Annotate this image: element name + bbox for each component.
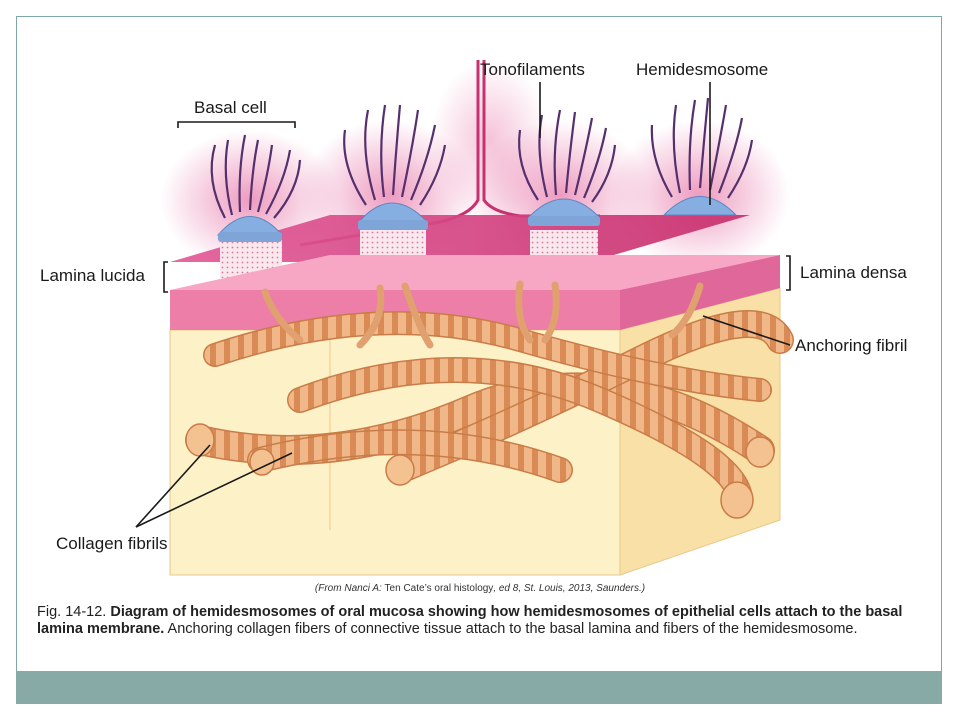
plasma-membrane xyxy=(170,215,750,262)
credit-prefix: (From Nanci A: xyxy=(314,583,385,594)
figure-caption: Fig. 14-12. Diagram of hemidesmosomes of… xyxy=(37,604,917,638)
credit-suffix: , ed 8, St. Louis, 2013, Saunders.) xyxy=(493,583,646,594)
label-collagen-fibrils: Collagen fibrils xyxy=(56,534,168,553)
tonofilament-bundles xyxy=(210,97,754,219)
caption-figure-number: Fig. 14-12. xyxy=(37,604,111,620)
label-hemidesmosome: Hemidesmosome xyxy=(636,60,768,79)
credit-book-title: Ten Cate’s oral histology xyxy=(384,583,494,594)
anchoring-fibrils xyxy=(261,280,704,349)
collagen-fibrils xyxy=(185,310,794,513)
figure-credit: (From Nanci A: Ten Cate’s oral histology… xyxy=(0,583,960,594)
label-lamina-densa: Lamina densa xyxy=(800,263,907,282)
label-tonofilaments: Tonofilaments xyxy=(480,60,585,79)
fibril-cut-ends xyxy=(185,423,775,519)
hemidesmosome-plaques xyxy=(216,196,738,242)
leader-lines xyxy=(135,82,791,528)
footer-bar xyxy=(16,671,942,704)
label-lamina-lucida: Lamina lucida xyxy=(40,266,145,285)
caption-bold-text: Diagram of hemidesmosomes of oral mucosa… xyxy=(37,604,903,637)
label-basal-cell: Basal cell xyxy=(194,98,267,117)
caption-body-text: Anchoring collagen fibers of connective … xyxy=(164,621,858,637)
label-anchoring-fibril: Anchoring fibril xyxy=(795,336,907,355)
